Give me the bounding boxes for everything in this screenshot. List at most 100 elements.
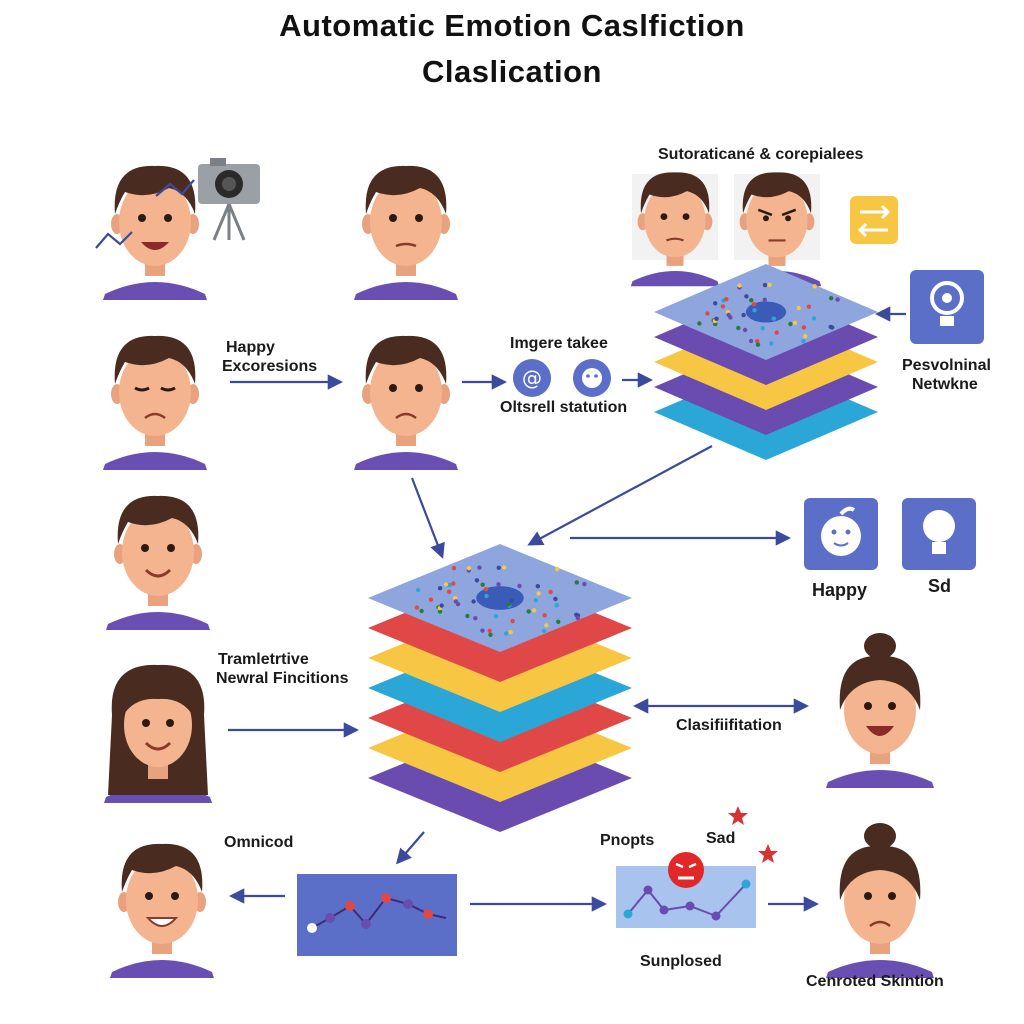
label-pnopts: Pnopts bbox=[600, 832, 655, 849]
apple-face-icon bbox=[804, 498, 878, 570]
network-node bbox=[453, 599, 459, 604]
network-node bbox=[474, 578, 480, 583]
network-node bbox=[437, 609, 443, 614]
network-node bbox=[801, 325, 807, 330]
network-node bbox=[762, 282, 768, 288]
network-node bbox=[829, 296, 834, 301]
label-sad: Sad bbox=[706, 830, 736, 847]
neural-network-stack-small bbox=[654, 264, 878, 460]
network-node bbox=[752, 308, 757, 313]
network-node bbox=[541, 628, 547, 634]
network-node bbox=[835, 297, 840, 302]
flow-arrows bbox=[95, 179, 906, 912]
exchange-icon bbox=[850, 196, 898, 244]
network-node bbox=[544, 623, 549, 628]
network-node bbox=[812, 284, 817, 289]
network-node bbox=[767, 282, 772, 288]
label-surprised: Sunplosed bbox=[640, 953, 722, 970]
network-node bbox=[477, 565, 482, 570]
network-node bbox=[760, 326, 765, 331]
network-node bbox=[755, 342, 761, 347]
label-personal-network: Pesvolninal bbox=[902, 357, 991, 374]
network-node bbox=[465, 613, 470, 619]
label-image-take: Imgere takee bbox=[510, 335, 608, 352]
network-node bbox=[736, 325, 741, 331]
network-node bbox=[484, 593, 489, 599]
label-neural-functions: Newral Fincitions bbox=[216, 670, 349, 687]
angry-face-icon bbox=[668, 852, 704, 888]
network-node bbox=[509, 598, 514, 603]
network-node bbox=[553, 596, 558, 602]
label-omnicod: Omnicod bbox=[224, 834, 294, 851]
network-node bbox=[428, 597, 434, 602]
network-node bbox=[769, 341, 774, 346]
network-node bbox=[480, 582, 485, 587]
network-node bbox=[502, 565, 507, 570]
network-node bbox=[741, 312, 746, 318]
network-node bbox=[493, 614, 499, 619]
network-node bbox=[748, 338, 754, 344]
label-network: Netwkne bbox=[912, 376, 978, 393]
network-node bbox=[720, 304, 726, 309]
network-node bbox=[774, 330, 779, 335]
network-node bbox=[504, 631, 509, 636]
network-node bbox=[536, 591, 541, 596]
page-title: Automatic Emotion Caslfiction bbox=[279, 8, 745, 43]
network-node bbox=[762, 297, 767, 302]
network-core bbox=[745, 301, 787, 323]
network-node bbox=[480, 628, 485, 633]
network-node bbox=[535, 584, 540, 589]
network-node bbox=[473, 616, 478, 621]
network-node bbox=[705, 311, 710, 316]
camera-icon bbox=[198, 158, 260, 241]
network-node bbox=[724, 297, 729, 302]
face-smiling-woman bbox=[104, 664, 212, 803]
network-node bbox=[803, 334, 808, 339]
face-laughing-woman bbox=[826, 633, 934, 788]
network-node bbox=[556, 619, 561, 624]
network-node bbox=[487, 628, 492, 633]
network-node bbox=[414, 605, 420, 610]
network-node bbox=[751, 302, 757, 307]
network-node bbox=[419, 608, 424, 614]
network-node bbox=[415, 587, 421, 593]
network-node bbox=[531, 608, 537, 613]
face-sleepy-man bbox=[103, 335, 207, 470]
label-expressions: Excoresions bbox=[222, 358, 318, 375]
network-core bbox=[476, 586, 524, 610]
network-node bbox=[548, 589, 553, 595]
network-node bbox=[713, 301, 718, 306]
line-chart-left bbox=[297, 874, 457, 956]
network-node bbox=[496, 565, 501, 570]
network-node bbox=[806, 304, 812, 309]
network-node bbox=[437, 586, 443, 591]
network-node bbox=[526, 609, 531, 614]
network-node bbox=[510, 618, 515, 624]
face-sad-man bbox=[354, 335, 458, 470]
label-happy: Happy bbox=[226, 339, 275, 356]
label-transfer: Tramletrtive bbox=[218, 651, 309, 668]
star-icon bbox=[728, 806, 748, 825]
lightbulb-icon bbox=[902, 498, 976, 570]
network-node bbox=[771, 316, 776, 321]
network-node bbox=[726, 312, 731, 318]
network-node bbox=[792, 320, 798, 326]
network-node bbox=[714, 316, 719, 321]
network-node bbox=[742, 327, 748, 333]
network-node bbox=[496, 582, 501, 587]
network-node bbox=[554, 603, 559, 608]
network-node bbox=[582, 581, 587, 587]
network-node bbox=[517, 583, 522, 589]
network-node bbox=[737, 283, 742, 288]
network-node bbox=[471, 599, 476, 604]
label-overall-situation: Oltsrell statution bbox=[500, 399, 628, 416]
network-node bbox=[713, 321, 718, 327]
face-smiling-man bbox=[106, 495, 210, 630]
network-node bbox=[439, 603, 444, 608]
star-icon bbox=[758, 844, 778, 863]
face-neutral-man-top bbox=[354, 165, 458, 300]
network-node bbox=[788, 321, 793, 327]
network-node bbox=[451, 566, 457, 571]
network-node bbox=[697, 321, 702, 326]
